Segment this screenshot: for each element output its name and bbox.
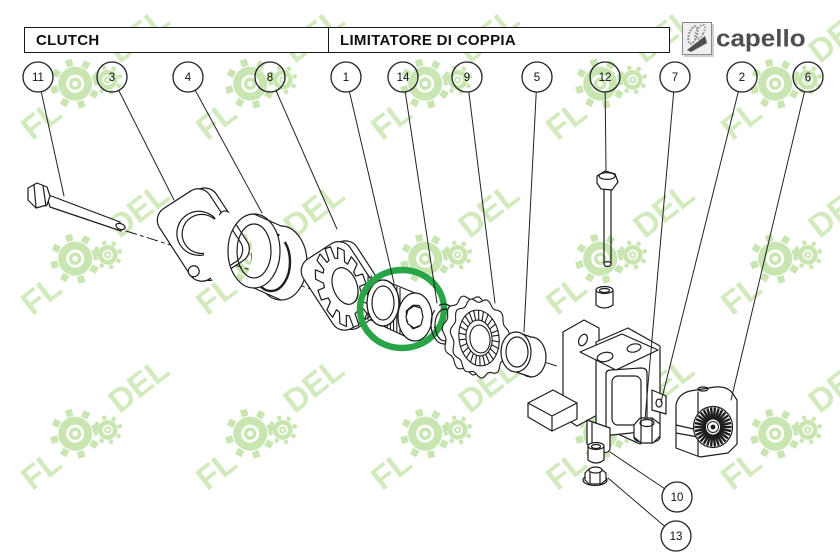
callout-balloon-10: 10 (609, 451, 693, 513)
balloon-circle (254, 61, 286, 93)
leader-line (348, 91, 395, 284)
leader-line (404, 91, 438, 304)
leader-line (468, 91, 496, 304)
part-vertical-bolt (596, 170, 619, 268)
callout-balloon-6: 6 (730, 61, 824, 401)
part-snap-ring (430, 303, 458, 345)
leader-line (644, 91, 675, 420)
title-right-cell: LIMITATORE DI COPPIA (328, 28, 669, 52)
leader-line (523, 91, 537, 333)
part-hex-bolt (27, 182, 126, 232)
callout-balloon-8: 8 (254, 61, 338, 230)
balloon-circle (726, 61, 758, 93)
leader-line (730, 91, 806, 401)
leader-line (194, 89, 263, 214)
callout-balloon-5: 5 (521, 61, 553, 333)
title-left-cell: CLUTCH (25, 28, 328, 52)
callout-balloon-1: 1 (330, 61, 395, 284)
callouts-layer: 11 3 4 8 1 14 9 5 12 7 2 6 10 13 (22, 61, 824, 552)
watermark-gear-icon (400, 58, 451, 109)
balloon-number: 2 (739, 72, 745, 84)
balloon-circle (792, 61, 824, 93)
balloon-number: 8 (267, 72, 273, 84)
watermark-gear-icon (400, 408, 451, 459)
part-clamp-block (675, 386, 738, 458)
corn-logo-icon (682, 22, 712, 55)
part-flange-plate (156, 187, 250, 282)
balloon-circle (661, 481, 693, 513)
balloon-circle (451, 61, 483, 93)
part-flange-nut (633, 417, 661, 444)
leader-line (40, 91, 65, 197)
balloon-circle (387, 61, 419, 93)
balloon-circle (659, 61, 691, 93)
callout-balloon-12: 12 (589, 61, 621, 171)
leader-line (275, 90, 338, 230)
leader-line (604, 91, 607, 171)
leader-line (118, 89, 175, 201)
balloon-number: 10 (671, 492, 684, 504)
watermark-gear-icon (50, 233, 101, 284)
leader-line (660, 91, 739, 403)
balloon-circle (96, 61, 128, 93)
balloon-number: 7 (672, 72, 678, 84)
balloon-circle (172, 61, 204, 93)
brand-logo: capello (682, 22, 806, 55)
callout-balloon-9: 9 (451, 61, 496, 304)
title-bar: CLUTCH LIMITATORE DI COPPIA (24, 27, 670, 53)
part-splined-disc (441, 295, 510, 379)
watermark-gear-icon (443, 240, 473, 270)
balloon-circle (22, 61, 54, 93)
leader-line (607, 477, 666, 527)
balloon-number: 13 (670, 531, 683, 543)
part-bushing-sleeve (500, 331, 547, 378)
part-spacer-bushing-upper (595, 285, 614, 309)
callout-balloon-7: 7 (644, 61, 691, 420)
balloon-number: 5 (534, 72, 540, 84)
watermark-gear-icon (93, 240, 123, 270)
watermark-gear-icon (50, 408, 101, 459)
callout-balloon-4: 4 (172, 61, 263, 214)
balloon-number: 12 (599, 72, 612, 84)
balloon-circle (521, 61, 553, 93)
callout-balloon-2: 2 (660, 61, 758, 403)
balloon-number: 6 (805, 72, 811, 84)
balloon-number: 1 (343, 72, 349, 84)
watermark-gear-icon (225, 408, 276, 459)
balloon-number: 4 (185, 72, 192, 84)
watermark-gear-icon (793, 415, 823, 445)
watermark-gear-icon (268, 415, 298, 445)
watermark-gear-icon (93, 415, 123, 445)
callout-balloon-11: 11 (22, 61, 65, 197)
watermark-gear-icon (575, 58, 626, 109)
part-lock-nut (582, 466, 608, 487)
title-left: CLUTCH (36, 31, 100, 49)
title-right: LIMITATORE DI COPPIA (340, 31, 517, 49)
watermark-gear-icon (50, 58, 101, 109)
balloon-circle (330, 61, 362, 93)
callout-balloon-3: 3 (96, 61, 175, 201)
callout-balloon-14: 14 (387, 61, 438, 304)
callout-balloon-13: 13 (607, 477, 692, 552)
watermark-gear-icon (618, 240, 648, 270)
brand-name: capello (716, 24, 806, 52)
part-yoke-housing (527, 319, 667, 454)
watermark-gear-icon (443, 415, 473, 445)
part-spacer-bushing-lower (587, 441, 605, 464)
balloon-circle (660, 520, 692, 552)
balloon-number: 9 (464, 72, 470, 84)
watermark-gear-icon (443, 65, 473, 95)
balloon-number: 3 (109, 72, 115, 84)
balloon-number: 11 (32, 72, 44, 84)
watermark-gear-icon (618, 65, 648, 95)
watermark-gear-icon (750, 408, 801, 459)
balloon-number: 14 (397, 72, 410, 84)
part-spring-cup (203, 212, 308, 301)
balloon-circle (589, 61, 621, 93)
part-splined-gear-hub (366, 273, 433, 342)
leader-line (609, 451, 666, 490)
watermark-gear-icon (793, 240, 823, 270)
